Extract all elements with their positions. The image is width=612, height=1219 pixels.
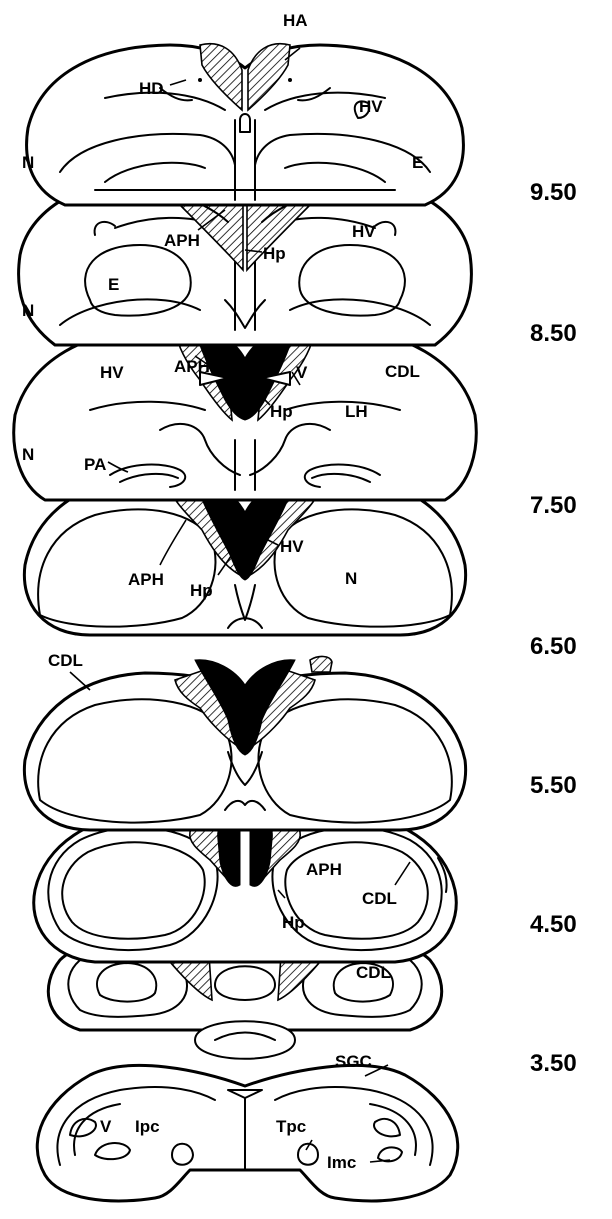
label-hd: HD bbox=[139, 79, 164, 98]
section-9-50-top: HA HD HV N E bbox=[22, 11, 463, 205]
label-cdl: CDL bbox=[48, 651, 83, 670]
section-8-50: HV APH V CDL Hp LH N PA bbox=[14, 327, 477, 500]
coordinate-label: 3.50 bbox=[530, 1050, 577, 1077]
label-hp: Hp bbox=[263, 244, 286, 263]
section-6-50: CDL bbox=[24, 651, 465, 830]
label-n: N bbox=[22, 153, 34, 172]
coordinate-label: 5.50 bbox=[530, 772, 577, 799]
section-outline bbox=[34, 812, 457, 962]
coordinate-label: 9.50 bbox=[530, 179, 577, 206]
label-hp: Hp bbox=[282, 913, 305, 932]
label-tpc: Tpc bbox=[276, 1117, 306, 1136]
label-e: E bbox=[108, 275, 119, 294]
label-n: N bbox=[345, 569, 357, 588]
label-hv: HV bbox=[280, 537, 304, 556]
label-pa: PA bbox=[84, 455, 106, 474]
coordinate-label: 4.50 bbox=[530, 911, 577, 938]
label-aph: APH bbox=[164, 231, 200, 250]
label-hp: Hp bbox=[270, 402, 293, 421]
label-v: V bbox=[296, 363, 308, 382]
label-e: E bbox=[412, 153, 423, 172]
label-cdl: CDL bbox=[362, 889, 397, 908]
section-5-50: APH CDL Hp bbox=[34, 812, 457, 962]
coordinate-labels: 9.50 8.50 7.50 6.50 5.50 4.50 3.50 bbox=[530, 179, 577, 1077]
label-hv: HV bbox=[352, 222, 376, 241]
label-n: N bbox=[22, 301, 34, 320]
label-ipc: Ipc bbox=[135, 1117, 160, 1136]
coordinate-label: 6.50 bbox=[530, 633, 577, 660]
label-imc: Imc bbox=[327, 1153, 356, 1172]
label-v: V bbox=[100, 1117, 112, 1136]
section-3-50: SGC V Ipc Tpc Imc bbox=[37, 1052, 458, 1201]
label-hv: HV bbox=[100, 363, 124, 382]
label-hp: Hp bbox=[190, 581, 213, 600]
coordinate-label: 7.50 bbox=[530, 492, 577, 519]
label-n: N bbox=[22, 445, 34, 464]
label-aph: APH bbox=[128, 570, 164, 589]
label-lh: LH bbox=[345, 402, 368, 421]
label-aph: APH bbox=[306, 860, 342, 879]
coordinate-label: 8.50 bbox=[530, 320, 577, 347]
label-sgc: SGC bbox=[335, 1052, 372, 1071]
label-cdl: CDL bbox=[385, 362, 420, 381]
label-aph: APH bbox=[174, 357, 210, 376]
label-ha: HA bbox=[283, 11, 308, 30]
label-hv: HV bbox=[359, 97, 383, 116]
label-cdl: CDL bbox=[356, 963, 391, 982]
